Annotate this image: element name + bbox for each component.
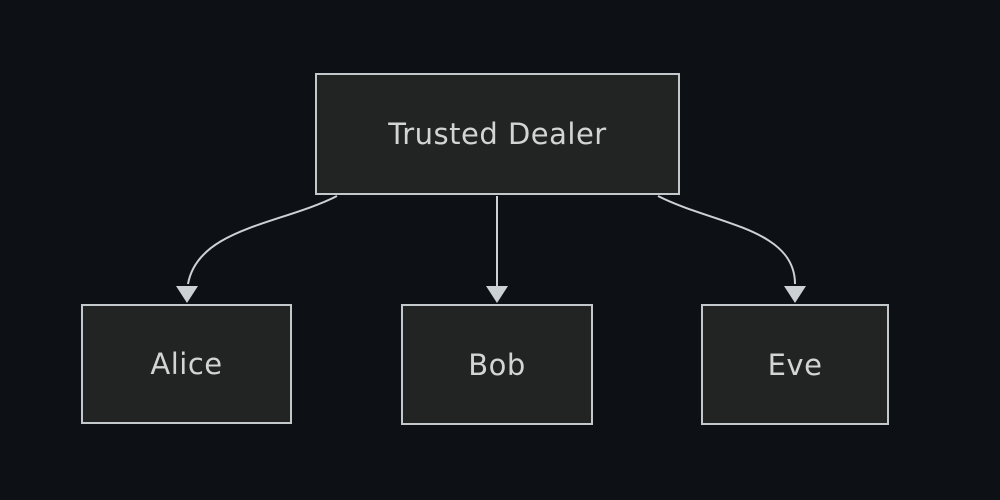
edge-dealer-bob (486, 196, 508, 303)
node-eve: Eve (701, 304, 889, 425)
edge-arrowhead-icon (486, 286, 508, 303)
node-trusted-dealer-label: Trusted Dealer (388, 117, 607, 151)
edge-arrowhead-icon (176, 286, 198, 303)
edge-line (187, 195, 338, 285)
node-trusted-dealer: Trusted Dealer (315, 73, 680, 195)
node-bob-label: Bob (468, 347, 526, 382)
node-alice: Alice (81, 304, 292, 424)
edge-line (657, 195, 796, 285)
edge-dealer-eve (657, 195, 806, 303)
node-bob: Bob (401, 304, 593, 425)
node-alice-label: Alice (150, 347, 223, 381)
edge-arrowhead-icon (784, 286, 806, 303)
node-eve-label: Eve (767, 347, 823, 382)
edge-dealer-alice (176, 195, 338, 303)
